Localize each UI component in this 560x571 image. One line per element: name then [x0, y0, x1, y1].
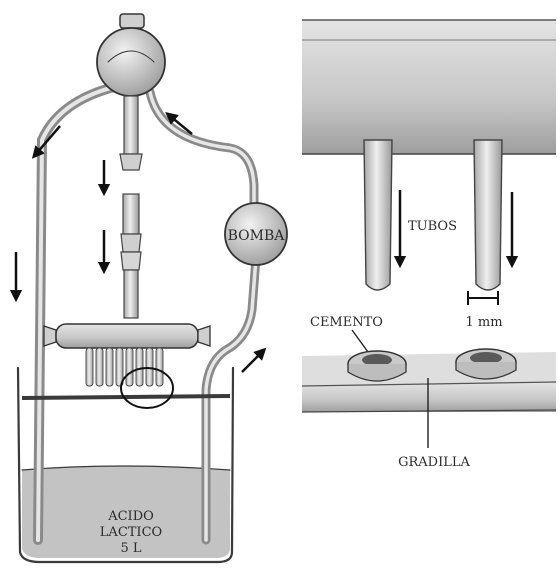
- pump: BOMBA: [225, 203, 287, 265]
- funnel-bulb: [97, 14, 165, 96]
- acid-label-line1: ACIDO: [107, 509, 154, 524]
- detail-view: TUBOS 1 mm CEMENTO: [302, 20, 556, 470]
- tube-array: [86, 348, 163, 386]
- rack-bar: [22, 396, 230, 398]
- apparatus: BOMBA ACIDO LACTICO 5 L: [16, 14, 287, 562]
- cement-label: CEMENTO: [310, 315, 383, 330]
- arrow-icon: [242, 352, 262, 372]
- scale-label: 1 mm: [465, 315, 502, 330]
- tubes-label: TUBOS: [408, 219, 457, 234]
- tubes-detail: [364, 140, 502, 290]
- cement-leader-line: [352, 330, 368, 352]
- cement-ring: [348, 351, 406, 381]
- cement-ring: [456, 349, 516, 379]
- pump-label: BOMBA: [228, 228, 286, 244]
- rack-label: GRADILLA: [398, 455, 470, 470]
- manifold-detail-block: [302, 20, 556, 154]
- central-stem: [120, 96, 142, 318]
- manifold: [44, 324, 210, 348]
- acid-label-line3: 5 L: [120, 541, 141, 556]
- rack-plate: [302, 352, 556, 412]
- scale-bar: [468, 291, 498, 305]
- pump-supply-tube: [150, 92, 254, 215]
- acid-label-line2: LACTICO: [100, 525, 162, 540]
